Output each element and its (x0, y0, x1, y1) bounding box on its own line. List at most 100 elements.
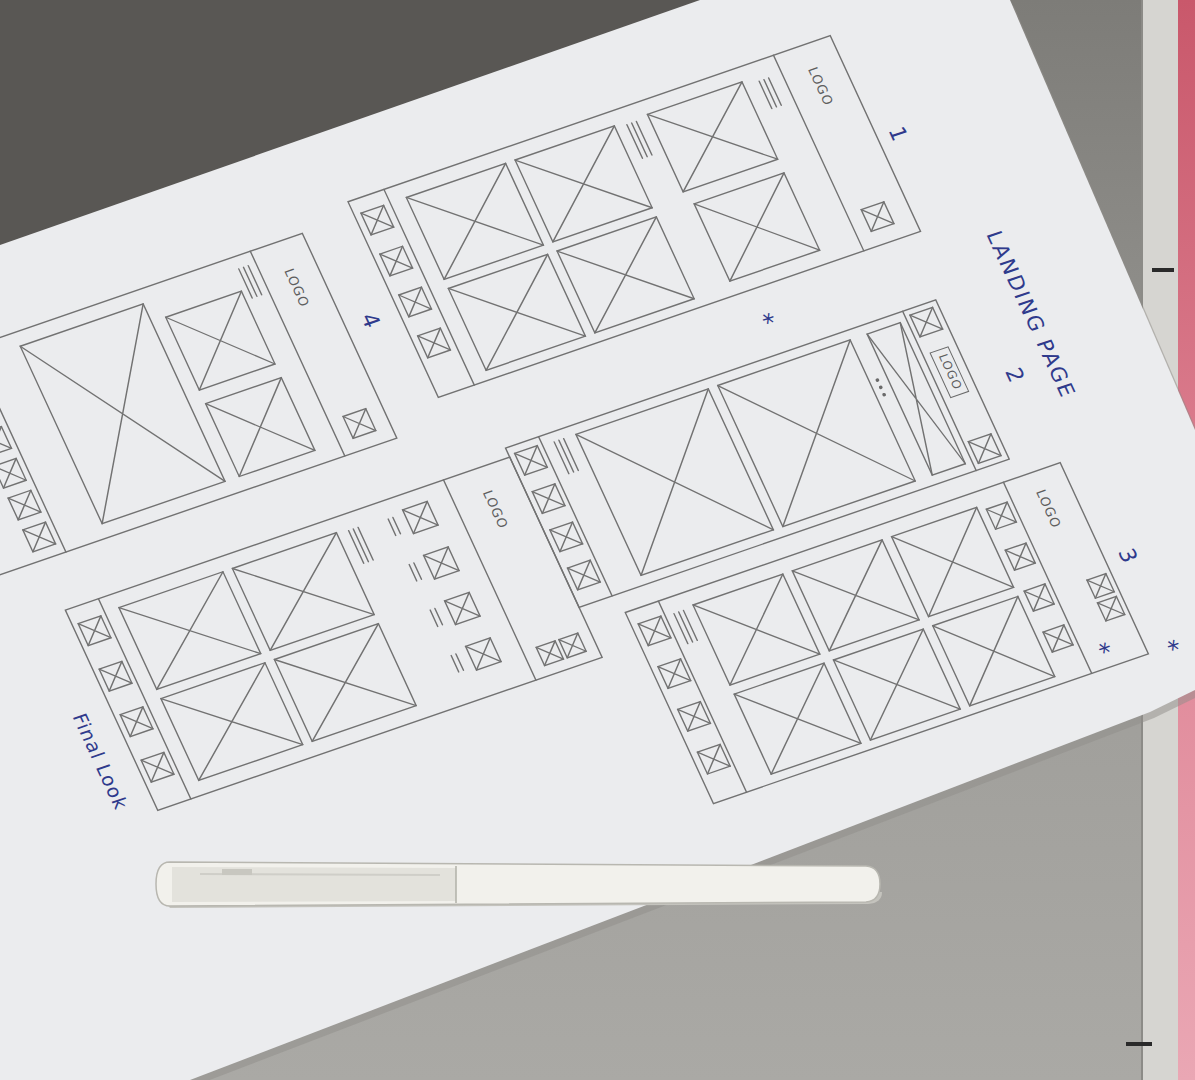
image-placeholder (399, 287, 432, 317)
image-placeholder (166, 291, 275, 390)
text-placeholder (564, 439, 579, 471)
placeholder-box (968, 434, 1001, 464)
placeholder-box (418, 328, 451, 358)
image-placeholder (1043, 625, 1073, 652)
placeholder-cross (424, 547, 460, 579)
placeholder-box (20, 304, 225, 524)
laptop-mark (1126, 1042, 1152, 1046)
image-placeholder (1097, 596, 1124, 621)
placeholder-cross (638, 616, 671, 646)
bar-divider (384, 189, 474, 385)
placeholder-box (638, 616, 671, 646)
placeholder-box (867, 323, 965, 475)
image-placeholder (658, 659, 691, 689)
placeholder-box (1097, 596, 1124, 621)
pen-body (156, 862, 880, 906)
placeholder-box (718, 340, 915, 527)
bar-divider (444, 480, 536, 680)
placeholder-box (448, 254, 585, 370)
placeholder-box (559, 633, 586, 658)
placeholder-box (120, 707, 153, 737)
placeholder-box (403, 501, 439, 533)
placeholder-cross (343, 409, 376, 439)
placeholder-cross (274, 624, 416, 742)
image-placeholder (933, 596, 1055, 705)
placeholder-cross (1024, 584, 1054, 611)
image-placeholder (867, 323, 965, 475)
placeholder-cross (445, 592, 481, 624)
placeholder-box (557, 217, 694, 333)
placeholder-box (986, 502, 1016, 529)
pen-clip (222, 869, 252, 875)
image-placeholder (445, 592, 481, 624)
placeholder-box (445, 592, 481, 624)
bar-divider (903, 311, 977, 470)
bar-divider (1003, 482, 1091, 673)
placeholder-box (424, 547, 460, 579)
image-placeholder (99, 661, 132, 691)
image-placeholder (532, 484, 565, 514)
placeholder-box (99, 661, 132, 691)
pen-cap (172, 867, 456, 902)
image-placeholder (0, 427, 11, 457)
placeholder-box (23, 522, 56, 552)
placeholder-box (161, 663, 303, 781)
wireframe-page (0, 233, 397, 576)
placeholder-cross (20, 304, 225, 524)
placeholder-box (0, 427, 11, 457)
placeholder-box (206, 378, 315, 477)
wireframe-page (348, 36, 921, 398)
image-placeholder (343, 409, 376, 439)
text-placeholder (759, 81, 772, 108)
image-placeholder (466, 638, 502, 670)
placeholder-box (861, 202, 894, 232)
placeholder-box (550, 522, 583, 552)
pen (156, 862, 882, 908)
placeholder-cross (399, 287, 432, 317)
bar-divider (250, 251, 345, 456)
image-placeholder (1087, 574, 1114, 599)
placeholder-cross (892, 507, 1014, 616)
placeholder-cross (418, 328, 451, 358)
placeholder-cross (8, 490, 41, 520)
placeholder-box (8, 490, 41, 520)
placeholder-cross (867, 323, 965, 475)
placeholder-cross (658, 659, 691, 689)
placeholder-cross (536, 641, 563, 666)
image-placeholder (1005, 543, 1035, 570)
image-placeholder (120, 707, 153, 737)
text-placeholder (636, 121, 652, 155)
placeholder-cross (567, 560, 600, 590)
placeholder-box (1005, 543, 1035, 570)
image-placeholder (861, 202, 894, 232)
text-placeholder (764, 80, 777, 107)
placeholder-cross (576, 389, 773, 576)
placeholder-cross (206, 378, 315, 477)
image-placeholder (23, 522, 56, 552)
placeholder-cross (550, 522, 583, 552)
image-placeholder (678, 702, 711, 732)
text-placeholder (239, 269, 252, 298)
pen-cap-edge (455, 866, 457, 903)
placeholder-box (892, 507, 1014, 616)
placeholder-box (678, 702, 711, 732)
placeholder-box (0, 458, 26, 488)
wireframe-sketches (0, 26, 1148, 986)
placeholder-box (343, 409, 376, 439)
image-placeholder (576, 389, 773, 576)
image-placeholder (892, 507, 1014, 616)
image-placeholder (0, 458, 26, 488)
more-dots (878, 385, 883, 389)
placeholder-cross (647, 82, 777, 192)
bar-divider (539, 437, 613, 596)
placeholder-cross (99, 661, 132, 691)
placeholder-cross (466, 638, 502, 670)
placeholder-cross (532, 484, 565, 514)
image-placeholder (515, 446, 548, 476)
image-placeholder (161, 663, 303, 781)
text-placeholder (683, 610, 697, 640)
placeholder-cross (78, 616, 111, 646)
laptop-mark (1152, 268, 1174, 272)
placeholder-cross (933, 596, 1055, 705)
